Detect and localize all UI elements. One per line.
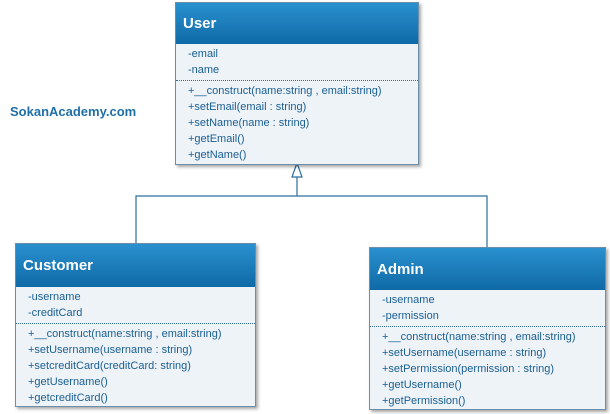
attribute: -name xyxy=(188,64,220,76)
operation: +__construct(name:string , email:string) xyxy=(382,331,576,343)
class-title: Customer xyxy=(16,244,255,287)
attribute: -permission xyxy=(382,310,439,322)
operation: +__construct(name:string , email:string) xyxy=(28,328,222,340)
operation-section: +__construct(name:string , email:string)… xyxy=(16,324,255,406)
class-customer[interactable]: Customer -username -creditCard +__constr… xyxy=(15,243,256,407)
operation: +getcreditCard() xyxy=(28,392,108,404)
operation: +setUsername(username : string) xyxy=(28,344,193,356)
operation-section: +__construct(name:string , email:string)… xyxy=(176,81,418,163)
operation: +getPermission() xyxy=(382,395,466,407)
operation: +getName() xyxy=(188,149,247,161)
operation: +setName(name : string) xyxy=(188,117,310,129)
operation: +getEmail() xyxy=(188,133,245,145)
attribute-section: -username -permission xyxy=(370,290,605,327)
attribute-section: -email -name xyxy=(176,44,418,81)
operation: +setcreditCard(creditCard: string) xyxy=(28,360,191,372)
attribute: -username xyxy=(382,294,435,306)
operation: +setEmail(email : string) xyxy=(188,101,307,113)
class-title: Admin xyxy=(370,248,605,290)
class-admin[interactable]: Admin -username -permission +__construct… xyxy=(369,247,606,410)
inheritance-arrowhead xyxy=(291,161,303,178)
class-user[interactable]: User -email -name +__construct(name:stri… xyxy=(175,2,419,165)
operation-section: +__construct(name:string , email:string)… xyxy=(370,327,605,409)
operation: +getUsername() xyxy=(382,379,462,391)
attribute-section: -username -creditCard xyxy=(16,287,255,324)
operation: +__construct(name:string , email:string) xyxy=(188,85,382,97)
watermark-text: SokanAcademy.com xyxy=(10,104,137,119)
attribute: -email xyxy=(188,48,218,60)
operation: +setUsername(username : string) xyxy=(382,347,547,359)
generalization-line xyxy=(135,177,488,247)
class-title: User xyxy=(176,3,418,44)
attribute: -username xyxy=(28,291,81,303)
operation: +setPermission(permission : string) xyxy=(382,363,555,375)
operation: +getUsername() xyxy=(28,376,108,388)
attribute: -creditCard xyxy=(28,307,83,319)
